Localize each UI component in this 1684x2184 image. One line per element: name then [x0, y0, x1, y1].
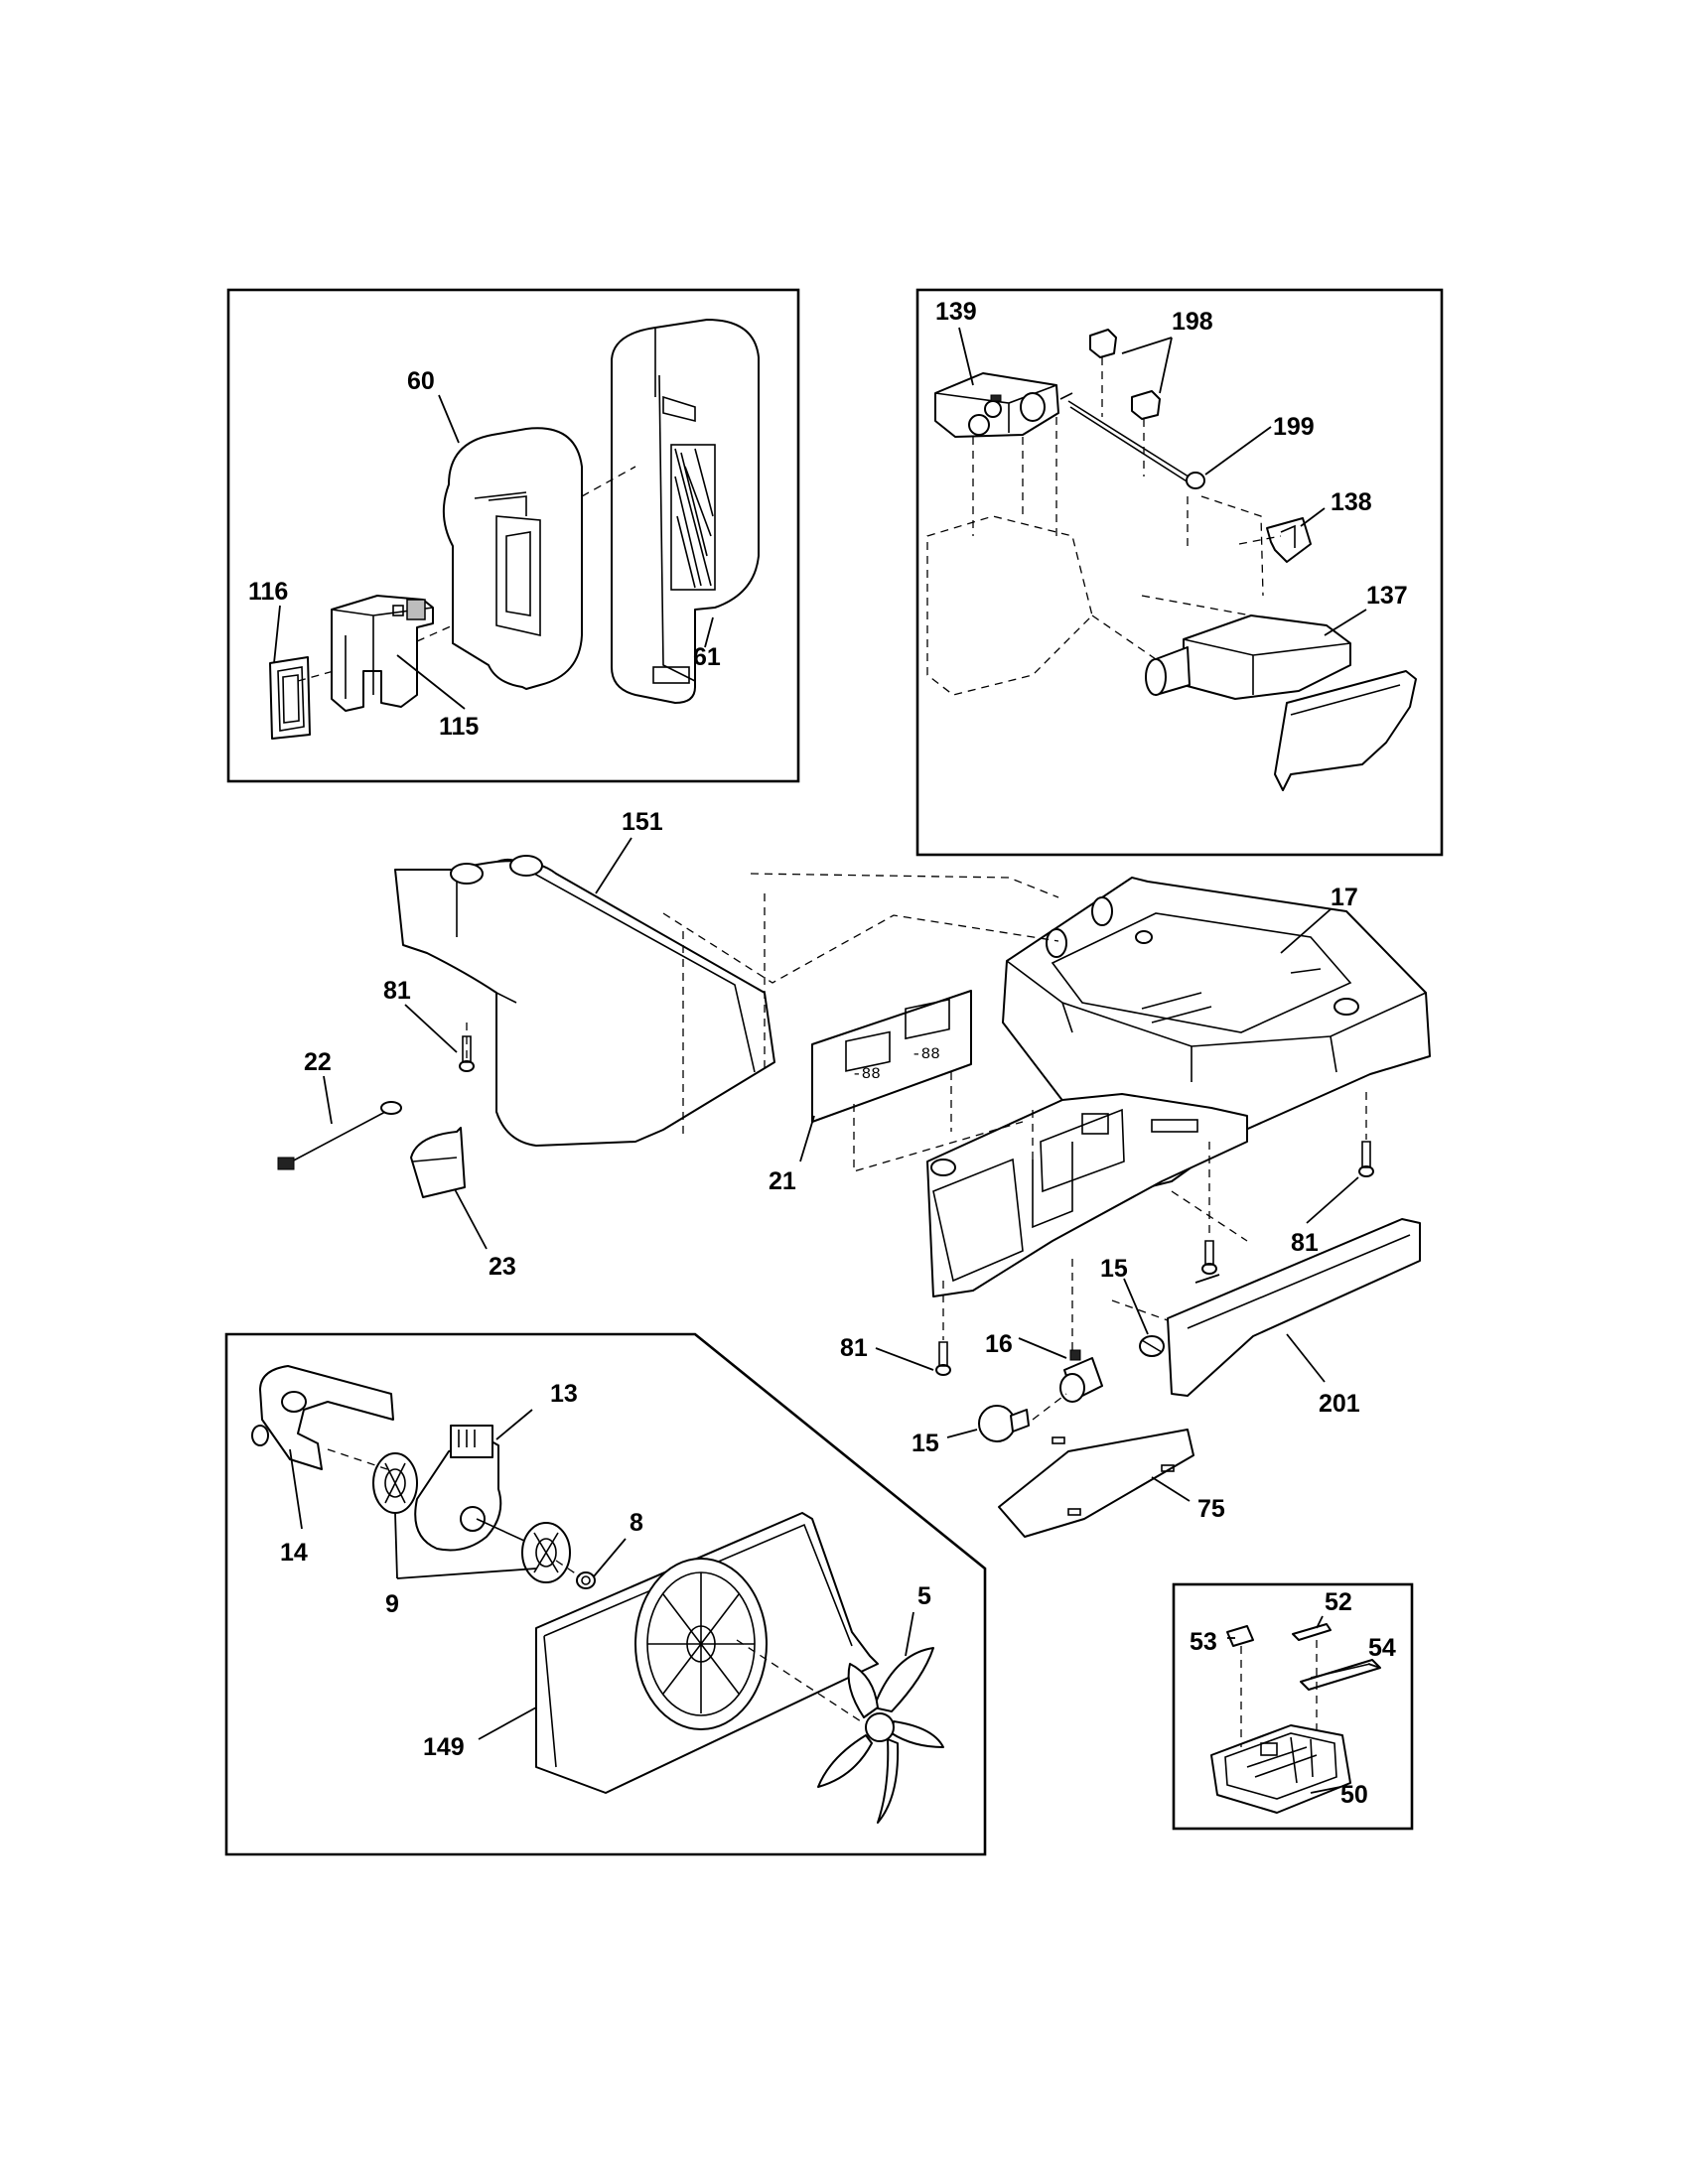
label-14: 14	[280, 1539, 308, 1567]
part-8-washer	[576, 1571, 596, 1589]
inset-box-ice-chute	[226, 288, 800, 783]
inset-box-switch-assembly	[915, 288, 1444, 857]
label-52: 52	[1325, 1588, 1352, 1616]
part-15-bulb-lower	[978, 1405, 1030, 1442]
label-198: 198	[1172, 308, 1213, 336]
part-139-switch-housing	[934, 372, 1059, 438]
part-14-bracket	[251, 1365, 394, 1470]
part-61-housing	[611, 319, 760, 704]
display-readout-right: -88	[912, 1045, 940, 1063]
label-53: 53	[1190, 1628, 1217, 1656]
label-199: 199	[1273, 413, 1315, 441]
label-22: 22	[304, 1048, 332, 1076]
label-54: 54	[1368, 1634, 1396, 1662]
label-138: 138	[1331, 488, 1372, 516]
part-5-fan-blade	[817, 1647, 944, 1824]
part-201-trim-strip	[1167, 1218, 1421, 1397]
part-21-display-board: -88 -88	[811, 990, 972, 1123]
part-9-hub-left	[372, 1452, 418, 1514]
label-13: 13	[550, 1380, 578, 1408]
label-21: 21	[769, 1167, 796, 1195]
part-75-shield	[998, 1429, 1194, 1538]
label-201: 201	[1319, 1390, 1360, 1418]
label-8: 8	[630, 1509, 643, 1537]
label-75: 75	[1197, 1495, 1225, 1523]
inset-box-fan-assembly	[224, 1332, 987, 1856]
label-17: 17	[1331, 884, 1358, 911]
part-17-dispenser-housing	[926, 877, 1431, 1297]
part-199-rod	[1059, 392, 1205, 489]
part-116-gasket	[269, 656, 311, 740]
part-52-strip	[1292, 1623, 1332, 1641]
label-116: 116	[248, 578, 288, 606]
label-16: 16	[985, 1330, 1013, 1358]
part-15-bulb-upper	[1139, 1335, 1165, 1357]
label-81-right: 81	[1291, 1229, 1319, 1257]
label-60: 60	[407, 367, 435, 395]
part-81-screw-lower	[935, 1341, 951, 1376]
label-61: 61	[693, 643, 721, 671]
display-readout-left: -88	[852, 1065, 881, 1083]
part-53-clip	[1226, 1625, 1254, 1647]
label-23: 23	[489, 1253, 516, 1281]
label-15-upper: 15	[1100, 1255, 1128, 1283]
label-81-upper: 81	[383, 977, 411, 1005]
part-138-actuator	[1266, 517, 1312, 563]
part-16-lamp-socket	[1059, 1349, 1103, 1403]
label-137: 137	[1366, 582, 1408, 610]
part-60-collar	[442, 427, 583, 690]
label-139: 139	[935, 298, 977, 326]
label-50: 50	[1340, 1781, 1368, 1809]
part-151-chute-cover	[394, 855, 775, 1147]
label-115: 115	[439, 713, 479, 741]
part-50-tray	[1210, 1724, 1351, 1814]
part-23-cover-cap	[410, 1127, 466, 1198]
label-149: 149	[423, 1733, 465, 1761]
part-81-screw-upper	[459, 1035, 475, 1072]
label-81-lower: 81	[840, 1334, 868, 1362]
part-81-screw-right	[1358, 1141, 1374, 1177]
part-22-wire-harness	[277, 1101, 402, 1170]
part-81-screw-mid	[1201, 1240, 1217, 1275]
label-151: 151	[622, 808, 663, 836]
part-115-motor	[331, 595, 434, 712]
inset-box-drip-tray	[1172, 1582, 1414, 1831]
label-15-lower: 15	[912, 1430, 939, 1457]
part-149-fan-shroud	[535, 1512, 879, 1794]
part-13-fan-motor	[414, 1425, 525, 1552]
part-9-hub-right	[521, 1522, 571, 1583]
label-9: 9	[385, 1590, 399, 1618]
label-5: 5	[917, 1582, 931, 1610]
part-137-lever	[1145, 614, 1417, 791]
part-198-clips	[1089, 329, 1161, 420]
